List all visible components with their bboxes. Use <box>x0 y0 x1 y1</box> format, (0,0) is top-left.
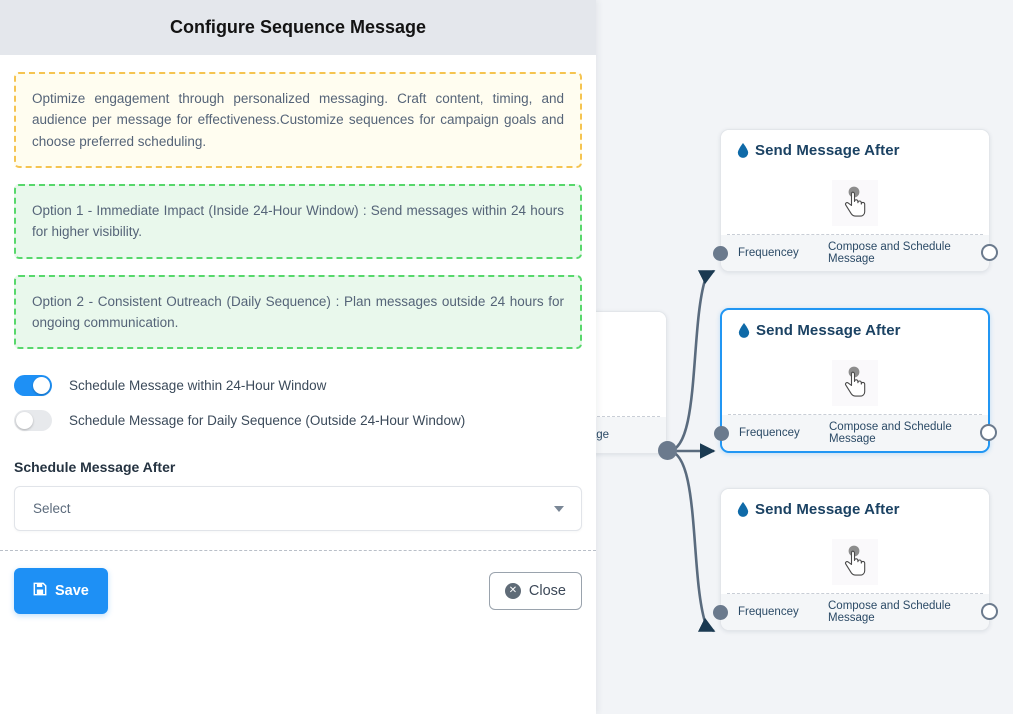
close-button[interactable]: ✕ Close <box>488 572 582 610</box>
pointing-hand-icon <box>832 360 878 406</box>
info-note: Optimize engagement through personalized… <box>14 72 582 168</box>
toggle-row-within-24h: Schedule Message within 24-Hour Window <box>14 375 582 397</box>
close-button-label: Close <box>528 583 566 599</box>
node-divider <box>547 416 660 417</box>
node-footer: Frequencey Compose and Schedule Message <box>713 594 998 630</box>
chevron-down-icon <box>554 505 564 512</box>
toggle-daily-sequence[interactable] <box>14 410 52 432</box>
panel-actions: Save ✕ Close <box>0 568 596 614</box>
node-body: Send Message After <box>721 130 989 234</box>
node-card-1[interactable]: Send Message After Frequencey Compose an… <box>713 129 998 272</box>
configure-sequence-panel: Configure Sequence Message Optimize enga… <box>0 0 596 714</box>
node-frequency-label: Frequencey <box>738 606 799 618</box>
droplet-icon <box>738 323 750 338</box>
node-compose-label: Compose and Schedule Message <box>828 241 951 265</box>
node-divider <box>728 414 982 415</box>
panel-divider <box>0 550 596 551</box>
node-title-label: Send Message After <box>755 142 900 159</box>
node-input-connector[interactable] <box>714 426 729 441</box>
schedule-message-after-select[interactable]: Select <box>14 486 582 532</box>
node-output-connector[interactable] <box>981 603 998 620</box>
option-2-note: Option 2 - Consistent Outreach (Daily Se… <box>14 274 582 350</box>
pointing-hand-icon <box>832 539 878 585</box>
toggle-within-24-hour-window-label: Schedule Message within 24-Hour Window <box>69 378 327 394</box>
node-title-label: Send Message After <box>755 501 900 518</box>
node-body: Send Message After <box>722 310 988 414</box>
toggle-within-24-hour-window[interactable] <box>14 375 52 397</box>
node-footer: Frequencey Compose and Schedule Message <box>714 415 997 451</box>
save-icon <box>33 582 47 600</box>
node-compose-label: Compose and Schedule Message <box>829 421 952 445</box>
node-divider <box>727 593 983 594</box>
toggle-row-daily-sequence: Schedule Message for Daily Sequence (Out… <box>14 410 582 432</box>
page-title: Configure Sequence Message <box>169 17 427 37</box>
save-button-label: Save <box>55 583 89 599</box>
node-card-3[interactable]: Send Message After Frequencey Compose an… <box>713 488 998 631</box>
node-compose-label: Compose and Schedule Message <box>828 600 951 624</box>
toggle-daily-sequence-label: Schedule Message for Daily Sequence (Out… <box>69 413 466 429</box>
node-output-connector[interactable] <box>980 424 997 441</box>
node-output-connector[interactable] <box>981 244 998 261</box>
node-divider <box>727 234 983 235</box>
node-input-connector[interactable] <box>713 605 728 620</box>
node-frequency-label: Frequencey <box>738 247 799 259</box>
save-button[interactable]: Save <box>14 568 108 614</box>
node-frequency-label: Frequencey <box>739 427 800 439</box>
pointing-hand-icon <box>832 180 878 226</box>
schedule-message-after-label: Schedule Message After <box>14 459 176 476</box>
node-title-row: Send Message After <box>721 130 989 159</box>
close-circle-icon: ✕ <box>504 583 521 599</box>
panel-body: Optimize engagement through personalized… <box>0 72 596 532</box>
droplet-icon <box>737 502 749 517</box>
select-value: Select <box>33 501 71 517</box>
toggle-knob <box>33 377 50 395</box>
node-footer: Frequencey Compose and Schedule Message <box>713 235 998 271</box>
panel-header: Configure Sequence Message <box>0 0 596 55</box>
option-1-note: Option 1 - Immediate Impact (Inside 24-H… <box>14 183 582 259</box>
node-body: Send Message After <box>721 489 989 593</box>
node-card-2[interactable]: Send Message After Frequencey Compose an… <box>714 308 997 453</box>
source-output-connector[interactable] <box>658 441 677 460</box>
node-title-row: Send Message After <box>721 489 989 518</box>
node-title-label: Send Message After <box>756 322 901 339</box>
toggle-knob <box>16 412 33 430</box>
node-input-connector[interactable] <box>713 246 728 261</box>
node-title-row: Send Message After <box>722 310 988 339</box>
droplet-icon <box>737 143 749 158</box>
